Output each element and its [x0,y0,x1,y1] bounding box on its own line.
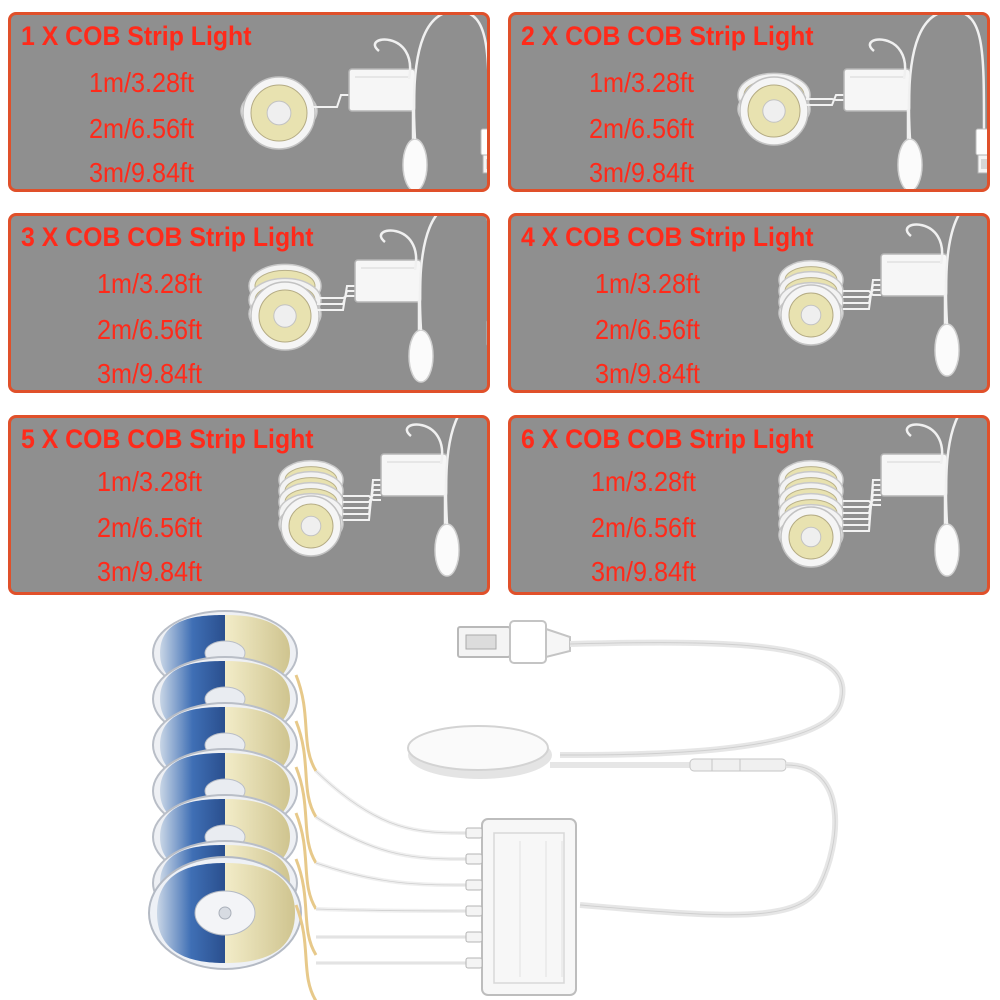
strip-kit-illustration [737,15,987,189]
panel-4x: 4 X COB COB Strip Light 1m/3.28ft 2m/6.5… [508,213,990,393]
length-3m: 3m/9.84ft [97,556,203,587]
panel-title: 4 X COB COB Strip Light [521,222,814,252]
panel-title: 2 X COB COB Strip Light [521,21,814,51]
splitter-output-wires [294,674,483,1000]
splitter-box-icon [880,253,948,297]
usb-plug-icon [480,128,487,174]
led-reel-front-icon [280,495,342,557]
led-reel-icon-group [278,459,344,557]
strip-kit-illustration [248,216,487,383]
panel-5x: 5 X COB COB Strip Light 1m/3.28ft 2m/6.5… [8,415,490,595]
splitter-box-icon [843,68,911,112]
length-1m: 1m/3.28ft [97,268,203,299]
length-2m: 2m/6.56ft [89,113,195,144]
led-reel-front-icon [780,284,842,346]
length-2m: 2m/6.56ft [97,512,203,543]
length-1m: 1m/3.28ft [97,466,203,497]
panel-1x: 1 X COB Strip Light 1m/3.28ft 2m/6.56ft … [8,12,490,192]
led-reel-front-icon [780,506,842,568]
touch-dimmer-icon [934,323,960,377]
usb-plug-icon [457,620,571,664]
usb-plug-icon [975,128,987,174]
led-reel-icon-group [778,259,844,346]
strip-kit-illustration [778,216,960,377]
length-2m: 2m/6.56ft [97,314,203,345]
panel-title: 3 X COB COB Strip Light [21,222,314,252]
panel-2x: 2 X COB COB Strip Light 1m/3.28ft 2m/6.5… [508,12,990,192]
length-1m: 1m/3.28ft [589,67,695,98]
led-reel-icon-group [248,263,322,351]
splitter-box-icon [348,68,416,112]
splitter-box-icon [380,453,448,497]
usb-plug-icon [486,320,487,346]
panel-3x: 3 X COB COB Strip Light 1m/3.28ft 2m/6.5… [8,213,490,393]
touch-dimmer-icon [408,329,434,383]
panel-6x: 6 X COB COB Strip Light 1m/3.28ft 2m/6.5… [508,415,990,595]
touch-dimmer-icon [897,138,923,189]
led-reel-icon-group [778,459,844,568]
panel-title: 6 X COB COB Strip Light [521,424,814,454]
splitter-box-icon [481,818,577,996]
product-kit-illustration [148,610,846,1000]
touch-dimmer-icon [407,725,552,779]
splitter-box-icon [880,453,948,497]
strip-kit-illustration [278,418,460,577]
length-1m: 1m/3.28ft [595,268,701,299]
length-3m: 3m/9.84ft [595,358,701,389]
led-reel-icon-group [737,72,811,146]
length-3m: 3m/9.84ft [97,358,203,389]
length-3m: 3m/9.84ft [589,157,695,188]
panel-title: 1 X COB Strip Light [21,21,252,51]
strip-kit-illustration [778,418,960,577]
length-1m: 1m/3.28ft [591,466,697,497]
led-reel-stack [148,610,302,970]
led-reel-icon-group [240,76,318,150]
length-3m: 3m/9.84ft [89,157,195,188]
length-3m: 3m/9.84ft [591,556,697,587]
length-2m: 2m/6.56ft [589,113,695,144]
strip-kit-illustration [240,15,487,189]
touch-dimmer-icon [402,138,428,189]
inline-connector [689,758,787,772]
touch-dimmer-icon [434,523,460,577]
led-reel-front-icon [250,281,320,351]
length-1m: 1m/3.28ft [89,67,195,98]
splitter-box-icon [354,259,422,303]
led-reel-front-icon [242,76,316,150]
touch-dimmer-icon [934,523,960,577]
length-2m: 2m/6.56ft [595,314,701,345]
length-2m: 2m/6.56ft [591,512,697,543]
led-reel-front-icon [739,76,809,146]
panel-title: 5 X COB COB Strip Light [21,424,314,454]
led-reel-front-icon [148,856,302,970]
